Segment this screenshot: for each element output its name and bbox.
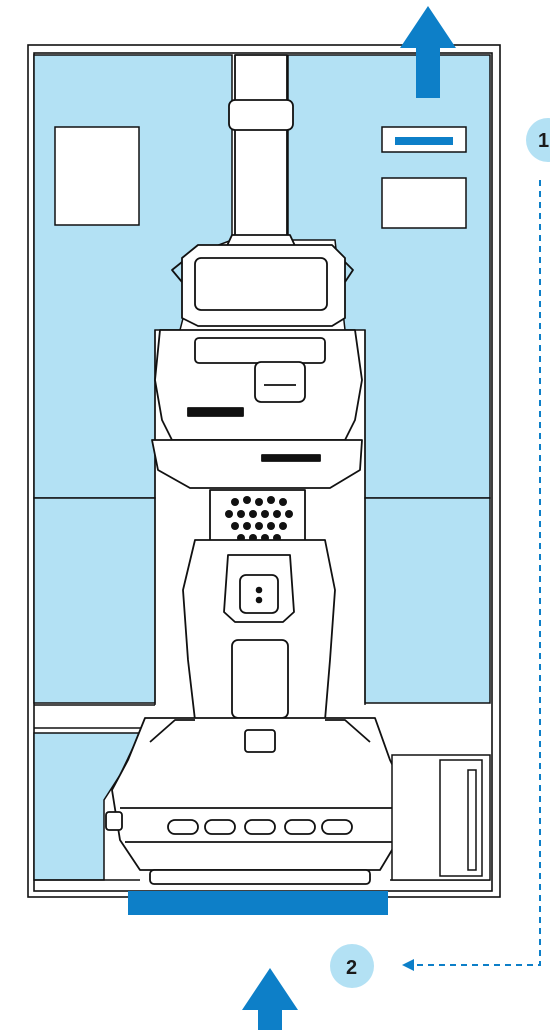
step-badge-1: 1 (526, 118, 550, 162)
step-badge-2: 2 (330, 944, 374, 988)
accessory-box (391, 754, 491, 881)
step-badge-2-circle (330, 944, 374, 988)
robot-base-shoulder-left (149, 719, 195, 743)
step-badge-1-circle (526, 118, 550, 162)
dashed-path-arrowhead (402, 959, 414, 971)
robot-torso-slot (194, 337, 326, 364)
robot-head-ear-right (344, 261, 354, 283)
robot-mast (234, 54, 288, 246)
robot-head-ear-left (171, 261, 183, 283)
robot-base-plate (244, 729, 276, 753)
robot-torso-handle (254, 361, 306, 403)
robot (105, 54, 415, 885)
accessory-box-handle (467, 769, 477, 871)
cutouts (54, 126, 467, 229)
step-badge-2-number: 2 (346, 957, 357, 979)
robot-base-shoulder-right (325, 719, 371, 743)
robot-mast-collar (228, 99, 294, 131)
compartment-mid-left (33, 497, 156, 704)
cutout-right-bottom (381, 177, 467, 229)
cutout-left (54, 126, 140, 226)
blue-tab (395, 137, 453, 145)
arrow-up-top (400, 6, 456, 98)
robot-wheel-left (105, 811, 123, 831)
robot-belly-panel (231, 639, 289, 719)
loading-ramp (128, 891, 388, 915)
robot-tray-slot-right (261, 454, 321, 462)
step-badge-1-number: 1 (538, 130, 549, 152)
robot-tray-slot-left (187, 407, 244, 417)
robot-chest-dot-2 (255, 596, 263, 604)
dashed-path (412, 180, 541, 966)
shelf-left (34, 704, 155, 729)
compartment-mid-right (364, 497, 491, 704)
robot-chest-dot-1 (255, 586, 263, 594)
arrow-up-bottom (242, 968, 298, 1030)
robot-foot (149, 869, 371, 885)
robot-base-sensors (167, 819, 353, 835)
robot-chest-badge (239, 574, 279, 614)
robot-head-screen (194, 257, 328, 311)
robot-tray (151, 439, 363, 489)
